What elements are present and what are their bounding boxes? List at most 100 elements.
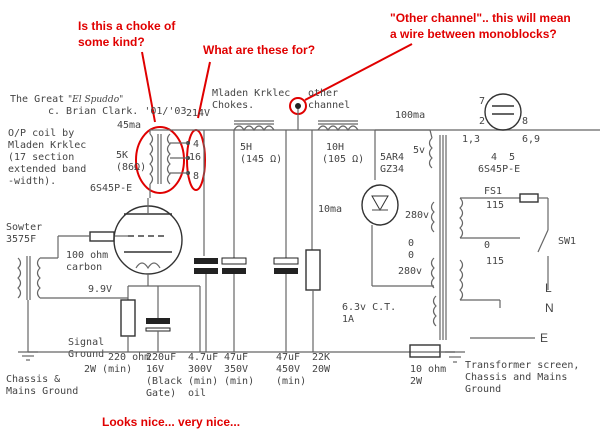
other-channel-note-1: other bbox=[308, 88, 338, 99]
heater-5v-winding bbox=[428, 137, 433, 169]
b-plus-label: 214V bbox=[186, 108, 210, 119]
cathode-resistor-power: 2W (min) bbox=[84, 364, 132, 375]
mains-primary: 7 2 1,3 8 6,9 4 5 6S45P-E FS1 115 0 115 … bbox=[459, 93, 576, 345]
switch-label: SW1 bbox=[558, 236, 576, 247]
primary-winding-1 bbox=[459, 197, 464, 239]
annotation-other-channel-2: a wire between monoblocks? bbox=[390, 27, 557, 41]
tap-0: 0 bbox=[484, 240, 490, 251]
c2-plate-2 bbox=[222, 268, 246, 274]
zero-tap-2: 0 bbox=[408, 250, 414, 261]
ot-secondary-coil bbox=[166, 133, 171, 185]
chokes-note-line2: Chokes. bbox=[212, 100, 254, 111]
ot-primary-coil bbox=[149, 133, 154, 185]
tube-heater bbox=[135, 262, 161, 270]
mains-live: L bbox=[545, 281, 552, 295]
rectifier-diode bbox=[371, 195, 389, 212]
rectifier-tube bbox=[361, 184, 399, 226]
c2-voltage: 350V bbox=[224, 364, 248, 375]
primary-impedance: 5K bbox=[116, 150, 128, 161]
pinout-tube bbox=[484, 93, 522, 131]
pin-2: 2 bbox=[479, 116, 485, 127]
choke-1-resistance: (145 Ω) bbox=[240, 154, 282, 165]
bleeder-resistor bbox=[305, 249, 321, 291]
choke-2 bbox=[317, 125, 359, 132]
op-coil-line1: O/P coil by bbox=[8, 128, 74, 139]
cathode-cap-note-2: Gate) bbox=[146, 388, 176, 399]
c3-plate-1 bbox=[273, 257, 299, 265]
title-block: The Great "El Spuddo" c. Brian Clark. '0… bbox=[8, 88, 350, 187]
c3-plate-2 bbox=[274, 268, 298, 274]
input-tx-label-1: Sowter bbox=[6, 222, 42, 233]
tap-8: 8 bbox=[193, 171, 199, 182]
ground-resistor bbox=[409, 344, 441, 358]
c1-plate-1 bbox=[194, 258, 218, 264]
c3-voltage: 450V bbox=[276, 364, 300, 375]
bleed-current: 10ma bbox=[318, 204, 342, 215]
signal-ground-label-1: Signal bbox=[68, 337, 104, 348]
annotation-other-channel-1: "Other channel".. this will mean bbox=[390, 11, 571, 25]
title-name: "El Spuddo" bbox=[68, 95, 123, 105]
choke-2-inductance: 10H bbox=[326, 142, 344, 153]
hv-winding-2: 280v bbox=[398, 266, 422, 277]
pin-4: 4 bbox=[491, 152, 497, 163]
pin-6-9: 6,9 bbox=[522, 134, 540, 145]
grid-resistor-value: 100 ohm bbox=[66, 250, 108, 261]
screen-note-1: Transformer screen, bbox=[465, 360, 579, 371]
bleeder-value: 22K bbox=[312, 352, 330, 363]
input-tx-primary bbox=[17, 257, 22, 299]
pin-1-3: 1,3 bbox=[462, 134, 480, 145]
fuse bbox=[519, 193, 539, 203]
c1-value: 4.7uF bbox=[188, 352, 218, 363]
chokes-note-line1: Mladen Krklec bbox=[212, 88, 290, 99]
other-channel-note-2: channel bbox=[308, 100, 350, 111]
zero-tap-1: 0 bbox=[408, 238, 414, 249]
annotation-group: Is this a choke of some kind? What are t… bbox=[78, 11, 571, 429]
supply-filter: 4.7uF 300V (min) oil 5H (145 Ω) 47uF 350… bbox=[188, 103, 364, 399]
annotation-choke-question-1: Is this a choke of bbox=[78, 19, 176, 33]
annotation-looks-nice: Looks nice... very nice... bbox=[102, 415, 240, 429]
chassis-ground-label-1: Chassis & bbox=[6, 374, 60, 385]
plate-current-label: 45ma bbox=[117, 120, 141, 131]
grid-resistor-type: carbon bbox=[66, 262, 102, 273]
c2-value: 47uF bbox=[224, 352, 248, 363]
op-coil-line2: Mladen Krklec bbox=[8, 140, 86, 151]
pin-8: 8 bbox=[522, 116, 528, 127]
cathode-cap-plate-2 bbox=[145, 327, 171, 332]
bleeder-power: 20W bbox=[312, 364, 331, 375]
op-coil-line3: (17 section bbox=[8, 152, 74, 163]
bias-voltage: 9.9V bbox=[88, 284, 112, 295]
rectifier-stage: 100ma 5AR4 GZ34 5v 280v 0 0 280v 6.3v C.… bbox=[342, 110, 579, 395]
rectifier-type-2: GZ34 bbox=[380, 164, 404, 175]
signal-ground-label-2: Ground bbox=[68, 349, 104, 360]
cathode-network: 220 ohm 2W (min) 220uF 16V (Black Gate) bbox=[28, 286, 455, 399]
title-line2: c. Brian Clark. '01/'03 bbox=[48, 106, 186, 117]
output-tube-label: 6S45P-E bbox=[90, 183, 132, 194]
ground-resistor-power: 2W bbox=[410, 376, 423, 387]
tap-16: 16 bbox=[189, 152, 201, 163]
screen-note-2: Chassis and Mains bbox=[465, 372, 567, 383]
c3-value: 47uF bbox=[276, 352, 300, 363]
cathode-resistor bbox=[120, 299, 136, 337]
c3-note: (min) bbox=[276, 376, 306, 387]
c2-note: (min) bbox=[224, 376, 254, 387]
hv-winding-1: 280v bbox=[405, 210, 429, 221]
input-tx-secondary bbox=[36, 257, 41, 299]
c1-voltage: 300V bbox=[188, 364, 212, 375]
annotation-choke-question-2: some kind? bbox=[78, 35, 145, 49]
arrow-to-taps bbox=[197, 61, 211, 119]
annotation-what-for: What are these for? bbox=[203, 43, 315, 57]
mains-earth: E bbox=[540, 331, 548, 345]
op-coil-line5: -width). bbox=[8, 176, 56, 187]
primary-resistance: (86Ω) bbox=[116, 162, 146, 173]
screen-note-3: Ground bbox=[465, 384, 501, 395]
rail-current: 100ma bbox=[395, 110, 425, 121]
output-stage: 45ma 214V 5K (86Ω) 4 16 8 6S45P-E bbox=[58, 108, 600, 295]
cathode-cap-note-1: (Black bbox=[146, 376, 182, 387]
cathode-cap-plate-1 bbox=[146, 318, 170, 324]
mains-neutral: N bbox=[545, 301, 554, 315]
pinout-tube-label: 6S45P-E bbox=[478, 164, 520, 175]
heater-5v: 5v bbox=[413, 145, 425, 156]
c1-plate-2 bbox=[194, 268, 218, 274]
other-channel-terminal bbox=[295, 103, 301, 109]
